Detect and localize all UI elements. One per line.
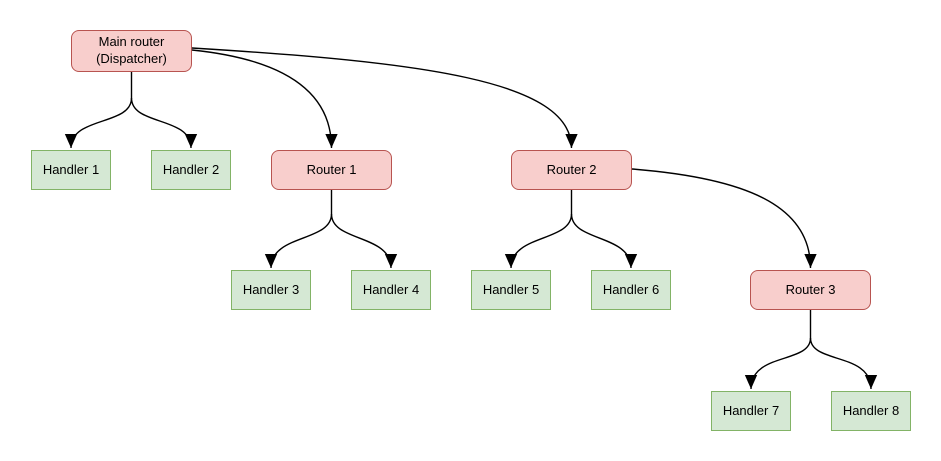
edge-main-to-handler2 xyxy=(130,97,198,149)
node-handler-6: Handler 6 xyxy=(591,270,671,310)
node-handler-2: Handler 2 xyxy=(151,150,231,190)
edge-router3-to-handler7 xyxy=(744,337,812,390)
edge-router2-to-handler6 xyxy=(570,213,638,269)
node-router-1: Router 1 xyxy=(271,150,392,190)
node-handler-8: Handler 8 xyxy=(831,391,911,431)
node-handler-3: Handler 3 xyxy=(231,270,311,310)
edge-main-to-router2 xyxy=(191,47,578,149)
node-handler-5: Handler 5 xyxy=(471,270,551,310)
edge-main-to-handler1 xyxy=(64,97,133,149)
node-main-router-dispatcher: Main router (Dispatcher) xyxy=(71,30,192,72)
edge-router1-to-handler4 xyxy=(330,213,398,269)
edge-router2-to-router3 xyxy=(631,168,817,269)
node-handler-4: Handler 4 xyxy=(351,270,431,310)
node-router-2: Router 2 xyxy=(511,150,632,190)
node-router-3: Router 3 xyxy=(750,270,871,310)
edge-main-to-router1 xyxy=(191,49,338,149)
node-handler-1: Handler 1 xyxy=(31,150,111,190)
edge-router3-to-handler8 xyxy=(809,337,878,390)
edge-router2-to-handler5 xyxy=(504,213,573,269)
edge-router1-to-handler3 xyxy=(264,213,333,269)
node-handler-7: Handler 7 xyxy=(711,391,791,431)
